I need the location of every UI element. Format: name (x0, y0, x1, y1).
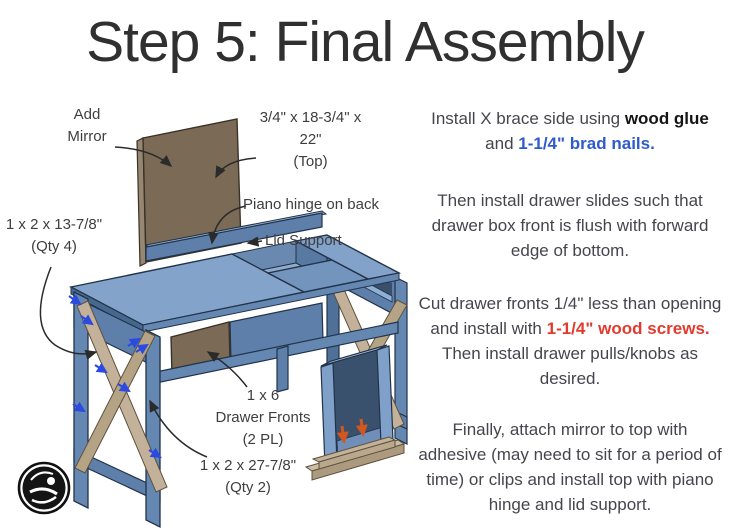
back-rail (144, 210, 328, 262)
instruction-paragraph: Cut drawer fronts 1/4" less than opening… (418, 294, 722, 388)
stretchers-arrow (149, 399, 208, 458)
drawer-fronts-arrow (206, 351, 248, 388)
add-mirror-arrow (114, 146, 173, 167)
drawer-box (304, 344, 406, 481)
instruction-paragraph: Then install drawer slides such that dra… (431, 191, 709, 260)
front-left-leg (145, 328, 161, 529)
instruction-paragraph: Install X brace side using wood glue and… (431, 109, 709, 153)
drawer-area (150, 302, 399, 393)
instruction-paragraph: Finally, attach mirror to top with adhes… (418, 420, 722, 514)
label-top-dimensions: 3/4" x 18-3/4" x 22" (Top) (259, 109, 362, 170)
left-side-panel (73, 290, 168, 529)
woodworker-badge-icon (17, 461, 71, 515)
brad-nail-arrows (68, 294, 162, 459)
desk-assembly-diagram (39, 118, 408, 529)
top-dimensions-arrow (215, 157, 257, 179)
screw-arrows (336, 418, 368, 444)
instructions-column: Install X brace side using wood glue and… (417, 0, 723, 532)
left-x-brace (74, 330, 156, 474)
side-braces-arrow (39, 266, 98, 360)
label-side-braces: 1 x 2 x 13-7/8" (Qty 4) (5, 216, 103, 255)
label-piano-hinge: Piano hinge on back (243, 196, 379, 213)
lid-support-arrow (246, 236, 263, 247)
label-drawer-fronts: 1 x 6 Drawer Fronts (2 PL) (215, 387, 311, 448)
box-base (318, 439, 396, 470)
label-stretchers: 1 x 2 x 27-7/8" (Qty 2) (199, 457, 297, 496)
middle-leg (276, 345, 289, 393)
label-arrows (39, 146, 263, 458)
desk-top (68, 234, 402, 333)
label-lid-support: Lid Support (265, 232, 342, 249)
page-title: Step 5: Final Assembly (86, 10, 645, 74)
piano-hinge-arrow (208, 205, 247, 245)
label-add-mirror: Add Mirror (67, 106, 107, 145)
